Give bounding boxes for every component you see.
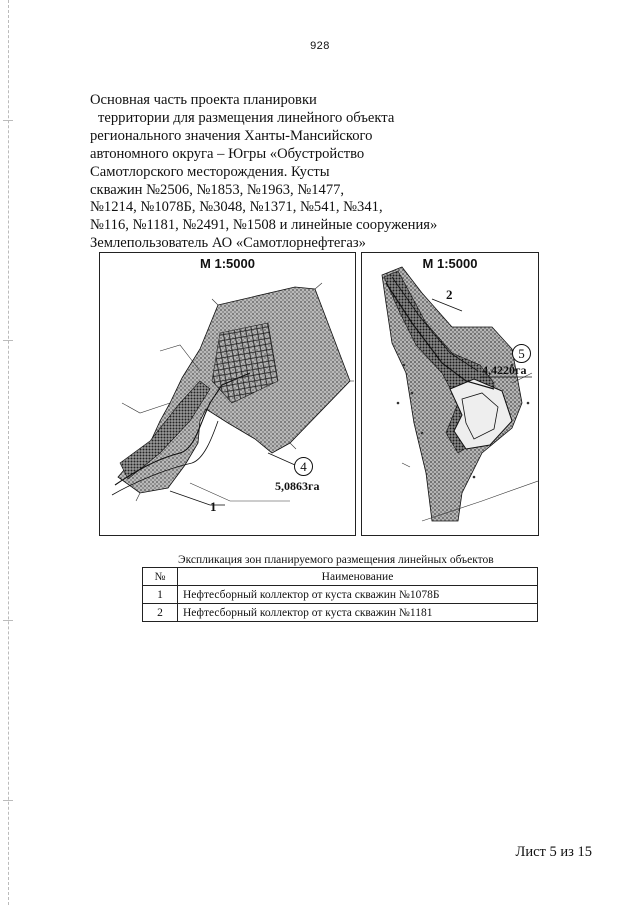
- pipeline-route: [111, 420, 219, 496]
- explication-caption: Экспликация зон планируемого размещения …: [178, 554, 494, 566]
- zone-number-badge: 5: [512, 344, 531, 363]
- title-line: Самотлорского месторождения. Кусты: [90, 163, 330, 180]
- row-number: 2: [142, 603, 178, 622]
- scan-edge-mark: [3, 800, 13, 801]
- well-pad-inner: [461, 392, 499, 440]
- road-line: [401, 372, 538, 522]
- header-name: Наименование: [177, 567, 538, 586]
- zone-area-label: 5,0863га: [275, 479, 320, 493]
- map-drawing-left: [111, 282, 354, 506]
- scan-edge-mark: [3, 120, 13, 121]
- scan-edge-line: [8, 0, 10, 905]
- leader-line: [169, 490, 211, 506]
- pipeline-route: [385, 282, 495, 390]
- map-scale-label: М 1:5000: [200, 256, 255, 271]
- title-line: регионального значения Ханты-Мансийского: [90, 127, 373, 144]
- road-line: [121, 344, 290, 502]
- scan-edge-mark: [3, 340, 13, 341]
- land-user-line: Землепользователь АО «Самотлорнефтегаз»: [90, 235, 366, 252]
- leader-line: [431, 298, 463, 312]
- sheet-indicator: Лист 5 из 15: [515, 844, 592, 860]
- map-drawing-right: [381, 266, 538, 522]
- row-name: Нефтесборный коллектор от куста скважин …: [177, 603, 538, 622]
- title-line: №1214, №1078Б, №3048, №1371, №541, №341,: [90, 199, 383, 216]
- leader-line: [267, 452, 296, 466]
- zone-area-label: 4,4220га: [482, 363, 527, 377]
- row-name: Нефтесборный коллектор от куста скважин …: [177, 585, 538, 604]
- title-line: скважин №2506, №1853, №1963, №1477,: [90, 181, 345, 198]
- table-row: 2 Нефтесборный коллектор от куста скважи…: [142, 603, 538, 622]
- map-scale-label: М 1:5000: [422, 256, 478, 271]
- survey-points: [396, 363, 530, 479]
- title-line: Основная часть проекта планировки: [90, 92, 317, 108]
- title-line: автономного округа – Югры «Обустройство: [90, 145, 365, 162]
- title-line: №116, №1181, №2491, №1508 и линейные соо…: [90, 217, 438, 234]
- title-line: территории для размещения линейного объе…: [98, 109, 395, 126]
- header-number: №: [142, 567, 178, 586]
- table-header-row: № Наименование: [142, 567, 538, 586]
- table-row: 1 Нефтесборный коллектор от куста скважи…: [142, 585, 538, 604]
- survey-marks: [135, 282, 354, 502]
- pipeline-route: [391, 276, 479, 372]
- map-panel-left: М 1:5000 4 5,0863га 1: [99, 252, 356, 536]
- zone-number-badge: 4: [294, 457, 313, 476]
- explication-table: № Наименование 1 Нефтесборный коллектор …: [142, 567, 538, 622]
- pipeline-route: [114, 372, 251, 486]
- well-pad-grid: [211, 322, 279, 404]
- well-pad-outline: [449, 378, 513, 450]
- object-callout-number: 1: [210, 499, 217, 514]
- map-panel-right: М 1:5000 2 5 4,4220га: [361, 252, 539, 536]
- row-number: 1: [142, 585, 178, 604]
- object-callout-number: 2: [446, 287, 453, 302]
- page-number: 928: [310, 40, 330, 52]
- scan-edge-mark: [3, 620, 13, 621]
- document-title: Основная часть проекта планировки террит…: [90, 92, 510, 253]
